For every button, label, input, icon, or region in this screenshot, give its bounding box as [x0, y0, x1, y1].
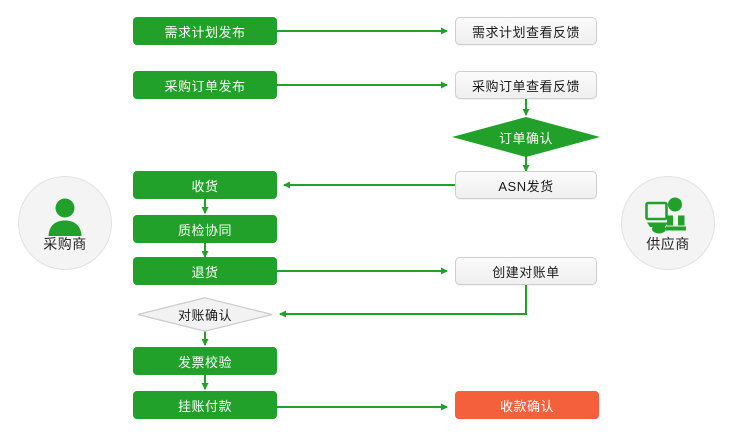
node-return-goods[interactable]: 退货 [133, 257, 277, 285]
node-quality-collaboration[interactable]: 质检协同 [133, 215, 277, 243]
person-icon [48, 198, 82, 236]
node-purchase-order-publish[interactable]: 采购订单发布 [133, 71, 277, 99]
node-create-statement[interactable]: 创建对账单 [455, 257, 597, 285]
node-asn-shipment[interactable]: ASN发货 [455, 171, 597, 199]
edge-statement-to-confirm [279, 285, 527, 318]
node-order-confirm[interactable]: 订单确认 [452, 117, 600, 157]
actor-supplier-label: 供应商 [646, 235, 690, 252]
node-invoice-verify[interactable]: 发票校验 [133, 347, 277, 375]
person-computer-icon [645, 197, 686, 233]
node-receipt-confirm[interactable]: 收款确认 [455, 391, 599, 419]
actor-buyer[interactable]: 采购商 [18, 176, 112, 270]
node-order-confirm-label: 订单确认 [498, 130, 553, 146]
node-statement-confirm-label: 对账确认 [177, 308, 232, 323]
actor-buyer-label: 采购商 [43, 235, 87, 252]
node-payment-posting[interactable]: 挂账付款 [133, 391, 277, 419]
node-demand-plan-feedback[interactable]: 需求计划查看反馈 [455, 17, 597, 45]
node-statement-confirm[interactable]: 对账确认 [137, 297, 273, 332]
diamond-shape-green [452, 117, 600, 157]
diamond-shape-gray [137, 297, 273, 332]
node-purchase-order-feedback[interactable]: 采购订单查看反馈 [455, 71, 597, 99]
node-demand-plan-publish[interactable]: 需求计划发布 [133, 17, 277, 45]
actor-supplier[interactable]: 供应商 [621, 176, 715, 270]
node-receive-goods[interactable]: 收货 [133, 171, 277, 199]
